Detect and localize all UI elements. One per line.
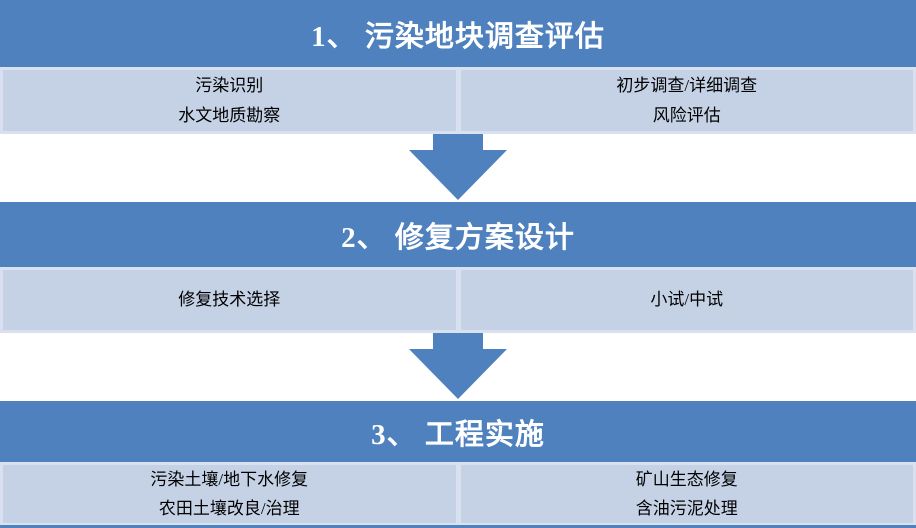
stage-2-left-item-1: 修复技术选择: [178, 290, 281, 309]
stage-1-left-cell: 污染识别 水文地质勘察: [3, 70, 456, 131]
stage-2-header: 2、 修复方案设计: [0, 202, 916, 267]
stage-2-right-item-1: 小试/中试: [650, 290, 724, 309]
stage-3-left-cell: 污染土壤/地下水修复 农田土壤改良/治理: [3, 465, 456, 523]
stage-3-right-item-1: 矿山生态修复: [635, 470, 738, 489]
stage-1-left-item-1: 污染识别: [195, 75, 264, 95]
stage-2-right-cell: 小试/中试: [460, 270, 913, 330]
arrow-zone-1: [0, 134, 916, 202]
stage-3-cells: 污染土壤/地下水修复 农田土壤改良/治理 矿山生态修复 含油污泥处理: [0, 462, 916, 525]
down-arrow-head: [409, 349, 507, 399]
stage-1-title: 1、 污染地块调查评估: [311, 20, 605, 53]
stage-3-title: 3、 工程实施: [371, 418, 545, 451]
stage-2-title: 2、 修复方案设计: [341, 221, 575, 254]
stage-2-left-cell: 修复技术选择: [3, 270, 456, 330]
stage-1-header: 1、 污染地块调查评估: [0, 0, 916, 67]
down-arrow-icon: [409, 134, 507, 200]
stage-1-right-item-1: 初步调查/详细调查: [616, 75, 758, 95]
bottom-edge-bar: [0, 525, 916, 528]
stage-3-left-item-1: 污染土壤/地下水修复: [150, 470, 309, 489]
down-arrow-shaft: [433, 134, 483, 150]
stage-1-right-cell: 初步调查/详细调查 风险评估: [460, 70, 913, 131]
stage-3-left-item-2: 农田土壤改良/治理: [158, 499, 300, 518]
stage-3-header: 3、 工程实施: [0, 401, 916, 462]
down-arrow-head: [409, 150, 507, 200]
stage-3-right-cell: 矿山生态修复 含油污泥处理: [460, 465, 913, 523]
down-arrow-shaft: [433, 333, 483, 349]
stage-1-cells: 污染识别 水文地质勘察 初步调查/详细调查 风险评估: [0, 67, 916, 134]
stage-2-cells: 修复技术选择 小试/中试: [0, 267, 916, 333]
arrow-zone-2: [0, 333, 916, 401]
down-arrow-icon: [409, 333, 507, 399]
stage-3-right-item-2: 含油污泥处理: [635, 499, 738, 518]
stage-1-right-item-2: 风险评估: [652, 105, 721, 125]
stage-1-left-item-2: 水文地质勘察: [178, 105, 281, 125]
